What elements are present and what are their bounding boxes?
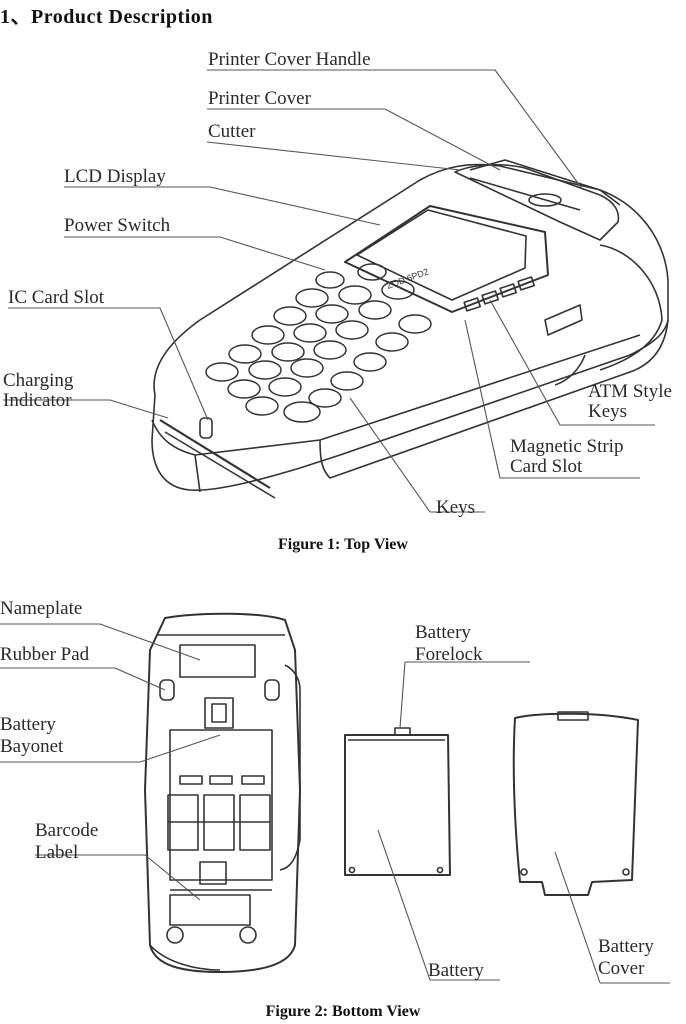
label-battery-bayonet-1: Battery [0,714,56,735]
figure-1-caption: Figure 1: Top View [278,536,408,553]
label-printer-cover-handle: Printer Cover Handle [208,49,371,70]
label-lcd-display: LCD Display [64,166,166,187]
label-cutter: Cutter [208,121,256,142]
label-ic-card-slot: IC Card Slot [8,287,105,308]
label-battery: Battery [428,960,484,981]
label-printer-cover: Printer Cover [208,88,311,109]
label-power-switch: Power Switch [64,215,171,236]
section-heading: 1、Product Description [0,6,213,28]
pos-terminal-bottom-view-drawing [0,612,670,984]
label-charging-indicator-2: Indicator [3,390,72,411]
label-battery-forelock-2: Forelock [415,644,483,665]
pos-terminal-top-view-drawing: ZOD 6PD2 [3,69,669,513]
label-rubber-pad: Rubber Pad [0,644,90,665]
label-keys: Keys [436,497,476,518]
label-battery-forelock-1: Battery [415,622,471,643]
label-magnetic-strip-1: Magnetic Strip [510,436,624,457]
label-nameplate: Nameplate [0,598,83,619]
label-barcode-label-2: Label [35,842,79,863]
label-battery-cover-1: Battery [598,936,654,957]
label-battery-bayonet-2: Bayonet [0,736,64,757]
label-battery-cover-2: Cover [598,958,645,979]
label-charging-indicator-1: Charging [3,370,74,391]
label-atm-style-keys-2: Keys [588,401,628,422]
figure-2-caption: Figure 2: Bottom View [265,1003,421,1020]
label-magnetic-strip-2: Card Slot [510,456,583,477]
label-atm-style-keys-1: ATM Style [588,381,672,402]
label-barcode-label-1: Barcode [35,820,99,841]
